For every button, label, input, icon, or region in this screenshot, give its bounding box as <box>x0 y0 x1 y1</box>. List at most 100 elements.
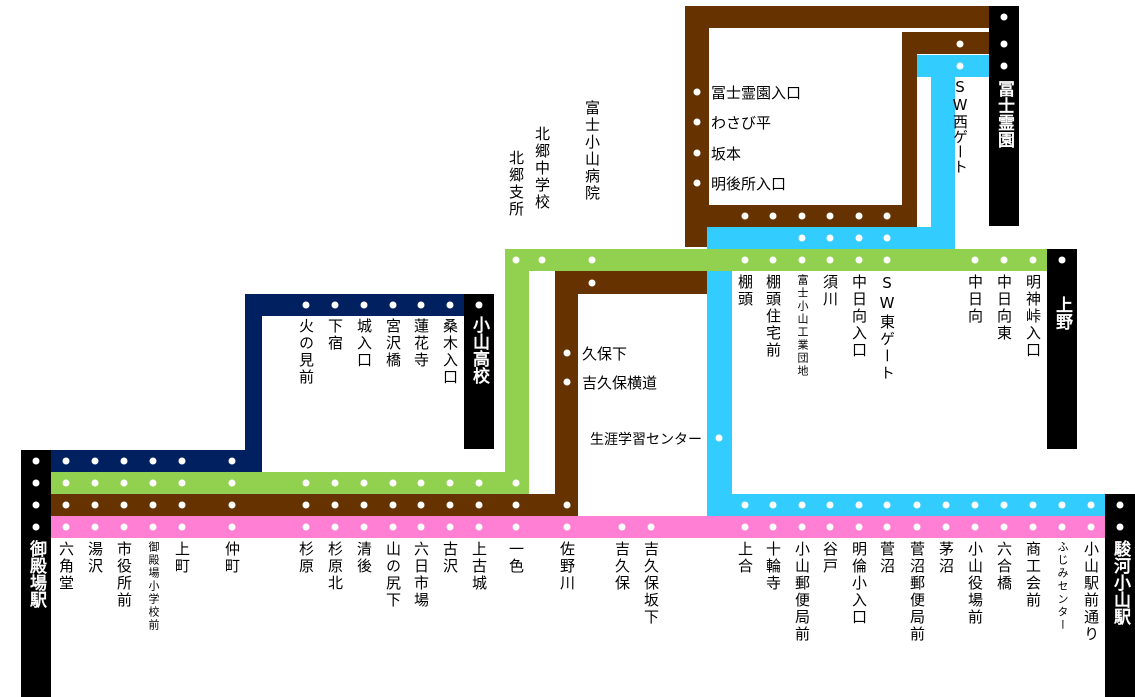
stop-label: 火の見前 <box>297 318 315 386</box>
terminal-dot <box>32 457 40 465</box>
green-stop-dot <box>1000 256 1008 264</box>
blue-stop-dot <box>741 501 749 509</box>
brown-stop-dot <box>693 149 701 157</box>
pink-stop-dot <box>883 523 891 531</box>
green-stop-dot <box>971 256 979 264</box>
stop-label: 須川 <box>821 274 839 308</box>
terminal-suruga-oyama-label: 駿河小山駅 <box>1110 540 1130 625</box>
green-stop-dot <box>769 256 777 264</box>
pink-stop-dot <box>91 523 99 531</box>
green-line-upper <box>505 249 1065 271</box>
pink-stop-dot <box>62 523 70 531</box>
stop-label: 上町 <box>173 541 191 575</box>
stop-label: 冨士霊園入口 <box>711 84 802 102</box>
terminal-ueno <box>1047 249 1077 449</box>
brown-line-mid-vertical <box>555 271 578 516</box>
stop-label: 吉久保 <box>613 541 631 592</box>
stop-label: 吉久保横道 <box>582 374 658 392</box>
pink-stop-dot <box>360 523 368 531</box>
green-stop-dot <box>826 256 834 264</box>
green-stop-dot <box>91 479 99 487</box>
brown-line-reien-inner-top <box>902 32 1006 54</box>
green-stop-dot <box>512 256 520 264</box>
pink-stop-dot <box>769 523 777 531</box>
pink-stop-dot <box>512 523 520 531</box>
pink-stop-dot <box>1000 523 1008 531</box>
stop-label: 久保下 <box>582 345 628 363</box>
terminal-dot <box>1000 40 1008 48</box>
brown-stop-dot <box>331 501 339 509</box>
stop-label: 北郷支所 <box>507 150 525 218</box>
pink-stop-dot <box>120 523 128 531</box>
terminal-dot <box>32 479 40 487</box>
brown-stop-dot <box>563 501 571 509</box>
green-stop-dot <box>538 256 546 264</box>
brown-line-reien-inner-right <box>902 32 917 227</box>
terminal-fuji-reien-label: 冨士霊園 <box>994 80 1014 148</box>
blue-stop-dot <box>1087 501 1095 509</box>
green-stop-dot <box>178 479 186 487</box>
green-stop-dot <box>512 479 520 487</box>
green-stop-dot <box>417 479 425 487</box>
stop-label: 御殿場小学校前 <box>147 541 160 632</box>
brown-line-bottom <box>50 494 578 516</box>
brown-stop-dot <box>446 501 454 509</box>
terminal-ueno-label: 上野 <box>1052 296 1072 330</box>
blue-stop-dot <box>798 501 806 509</box>
stop-sw-west-gate: SW西ゲート <box>951 78 969 174</box>
pink-stop-dot <box>913 523 921 531</box>
green-stop-dot <box>389 479 397 487</box>
stop-label: 富士小山病院 <box>583 100 601 202</box>
stop-label: 菅沼郵便局前 <box>908 541 926 643</box>
navy-stop-dot <box>389 301 397 309</box>
pink-stop-dot <box>647 523 655 531</box>
green-stop-dot <box>798 256 806 264</box>
navy-stop-dot <box>417 301 425 309</box>
stop-label: 中日向東 <box>995 274 1013 342</box>
blue-stop-dot <box>769 501 777 509</box>
pink-line-bottom <box>50 516 1127 538</box>
pink-stop-dot <box>1087 523 1095 531</box>
brown-stop-dot <box>588 279 596 287</box>
stop-label: 六合橋 <box>995 541 1013 592</box>
blue-stop-dot <box>1058 501 1066 509</box>
navy-stop-dot <box>446 301 454 309</box>
stop-label: 吉久保坂下 <box>642 541 660 626</box>
stop-label: 小山駅前通り <box>1082 541 1100 643</box>
stop-label: 古沢 <box>441 541 459 575</box>
blue-stop-dot <box>913 501 921 509</box>
green-stop-dot <box>120 479 128 487</box>
blue-stop-dot <box>956 62 964 70</box>
stop-label: 商工会前 <box>1024 541 1042 609</box>
stop-label: 蓮花寺 <box>412 318 430 369</box>
stop-label: 小山郵便局前 <box>793 541 811 643</box>
pink-stop-dot <box>741 523 749 531</box>
green-stop-dot <box>475 479 483 487</box>
navy-stop-dot <box>228 457 236 465</box>
navy-stop-dot <box>331 301 339 309</box>
green-stop-dot <box>228 479 236 487</box>
brown-stop-dot <box>826 212 834 220</box>
stop-label: 富士小山工業団地 <box>796 274 809 378</box>
stop-shogai-gakushu: 生涯学習センター <box>590 432 702 448</box>
brown-stop-dot <box>178 501 186 509</box>
pink-stop-dot <box>942 523 950 531</box>
stop-label: 棚頭住宅前 <box>764 274 782 359</box>
stop-label: 十輪寺 <box>764 541 782 592</box>
blue-stop-dot <box>798 234 806 242</box>
navy-stop-dot <box>302 301 310 309</box>
stop-label: 仲町 <box>223 541 241 575</box>
brown-stop-dot <box>855 212 863 220</box>
pink-stop-dot <box>302 523 310 531</box>
pink-stop-dot <box>618 523 626 531</box>
brown-stop-dot <box>512 501 520 509</box>
navy-line-vertical <box>245 294 262 472</box>
stop-label: 明神峠入口 <box>1024 274 1042 359</box>
navy-stop-dot <box>360 301 368 309</box>
brown-stop-dot <box>389 501 397 509</box>
blue-line-mid-vertical <box>707 271 732 494</box>
pink-stop-dot <box>446 523 454 531</box>
green-stop-dot <box>855 256 863 264</box>
brown-stop-dot <box>91 501 99 509</box>
